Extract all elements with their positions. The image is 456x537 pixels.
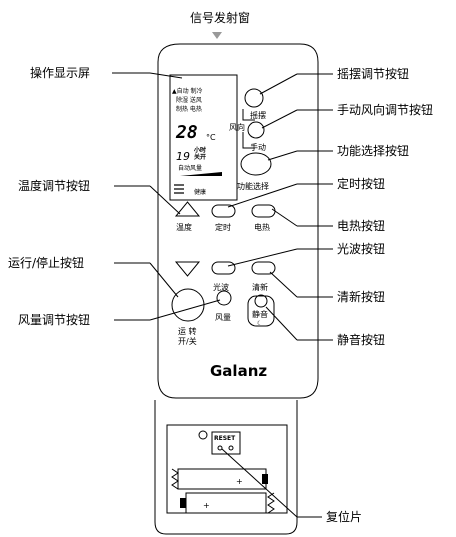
wind-direction-label: 风向 [229,122,245,132]
lcd-onoff: 关开 [194,153,206,161]
lcd-fan-icon [174,184,184,194]
callout-display-screen: 操作显示屏 [30,65,90,80]
reset-label: RESET [214,435,236,442]
timer-label: 定时 [215,222,231,232]
lcd-small-digits: 19 [176,150,190,163]
reset-panel [211,431,241,455]
battery-bottom [185,492,267,514]
callout-manual-direction: 手动风向调节按钮 [337,102,433,117]
callout-fresh: 清新按钮 [337,289,385,304]
reset-hole-1[interactable] [217,445,223,451]
callout-reset-piece: 复位片 [326,509,362,524]
mute-label: 静音 [252,309,268,319]
electric-heat-label: 电热 [254,222,270,232]
mute-button-frame [247,295,275,327]
callout-run-stop: 运行/停止按钮 [8,255,84,270]
mute-button[interactable] [254,294,268,308]
reset-hole-2 [228,445,234,451]
swing-bracket [242,109,255,121]
spring-bottom-right [267,492,275,514]
manual-direction-button[interactable] [247,121,265,139]
callout-function-select: 功能选择按钮 [337,143,409,158]
callout-light-wave: 光波按钮 [337,241,385,256]
light-wave-label: 光波 [213,282,229,292]
light-wave-button[interactable] [211,261,236,275]
run-stop-button[interactable] [171,288,205,322]
signal-arrow-icon [212,32,222,39]
moon-icon: ☾ [257,320,262,327]
callout-electric-heat: 电热按钮 [337,218,385,233]
spring-top-left [171,468,179,490]
battery-top-plus: + [236,477,243,486]
temperature-up-button[interactable] [174,201,201,217]
battery-bottom-terminal [180,498,186,508]
screw-icon [198,430,208,440]
battery-top [177,468,267,490]
fan-volume-button[interactable] [216,290,232,306]
lcd-row3: 制热 电热 [176,105,202,113]
lcd-row1: ▲自动 制冷 [172,87,203,95]
run-bottom-label: 开/关 [178,336,197,346]
swing-button[interactable] [244,88,264,108]
lcd-unit: °C [206,133,216,142]
battery-bottom-plus: + [203,501,210,510]
lcd-health: 健康 [194,188,206,196]
battery-compartment [154,400,298,535]
swing-label: 摇摆 [250,110,266,120]
lcd-hours: 小时 [193,146,206,154]
lcd-fan-auto: 自动风量 [178,164,202,172]
lcd-fan-bar [180,172,222,176]
timer-button[interactable] [211,204,236,218]
manual-bracket [242,132,255,149]
callout-lines [112,72,333,518]
manual-label: 手动 [250,142,266,152]
callout-mute: 静音按钮 [337,332,385,347]
fan-volume-label: 风量 [215,313,231,322]
electric-heat-button[interactable] [251,204,276,218]
temperature-label: 温度 [176,222,192,232]
remote-body [157,43,319,399]
battery-top-terminal [262,474,268,484]
callout-fan-speed: 风量调节按钮 [18,312,90,327]
lcd-display [169,74,238,201]
function-select-label: 功能选择 [237,181,269,191]
callout-temperature: 温度调节按钮 [18,178,90,193]
callout-swing: 摇摆调节按钮 [337,66,409,81]
brand-logo: Galanz [210,362,267,380]
lcd-big-digits: 28 [175,122,198,143]
lcd-row2: 除湿 送风 [176,96,202,104]
run-top-label: 运 转 [178,326,197,336]
fresh-button[interactable] [251,261,276,275]
fresh-label: 清新 [252,282,268,292]
function-select-button[interactable] [240,152,272,176]
callout-timer: 定时按钮 [337,176,385,191]
temperature-down-button[interactable] [174,261,201,277]
signal-window-label: 信号发射窗 [190,10,250,25]
